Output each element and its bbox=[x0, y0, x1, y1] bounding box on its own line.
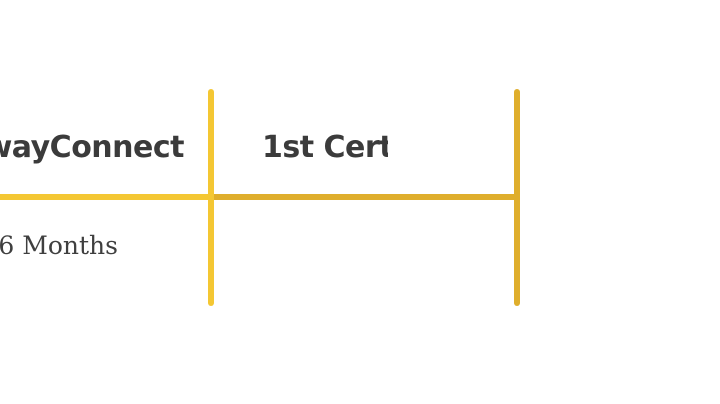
stage-label-pathwayconnect: PathwayConnect bbox=[0, 130, 184, 165]
timeline-marker-2 bbox=[514, 89, 520, 306]
stage-label-first-certificate: 1st Certificate bbox=[262, 130, 388, 165]
stage-label-clip: 1st Certificate bbox=[262, 130, 388, 170]
timeline-marker-1 bbox=[208, 89, 214, 306]
stage-duration-pathwayconnect: 6 Months bbox=[0, 231, 118, 260]
timeline-segment-first-certificate bbox=[212, 194, 518, 200]
timeline-segment-pathwayconnect bbox=[0, 194, 212, 200]
